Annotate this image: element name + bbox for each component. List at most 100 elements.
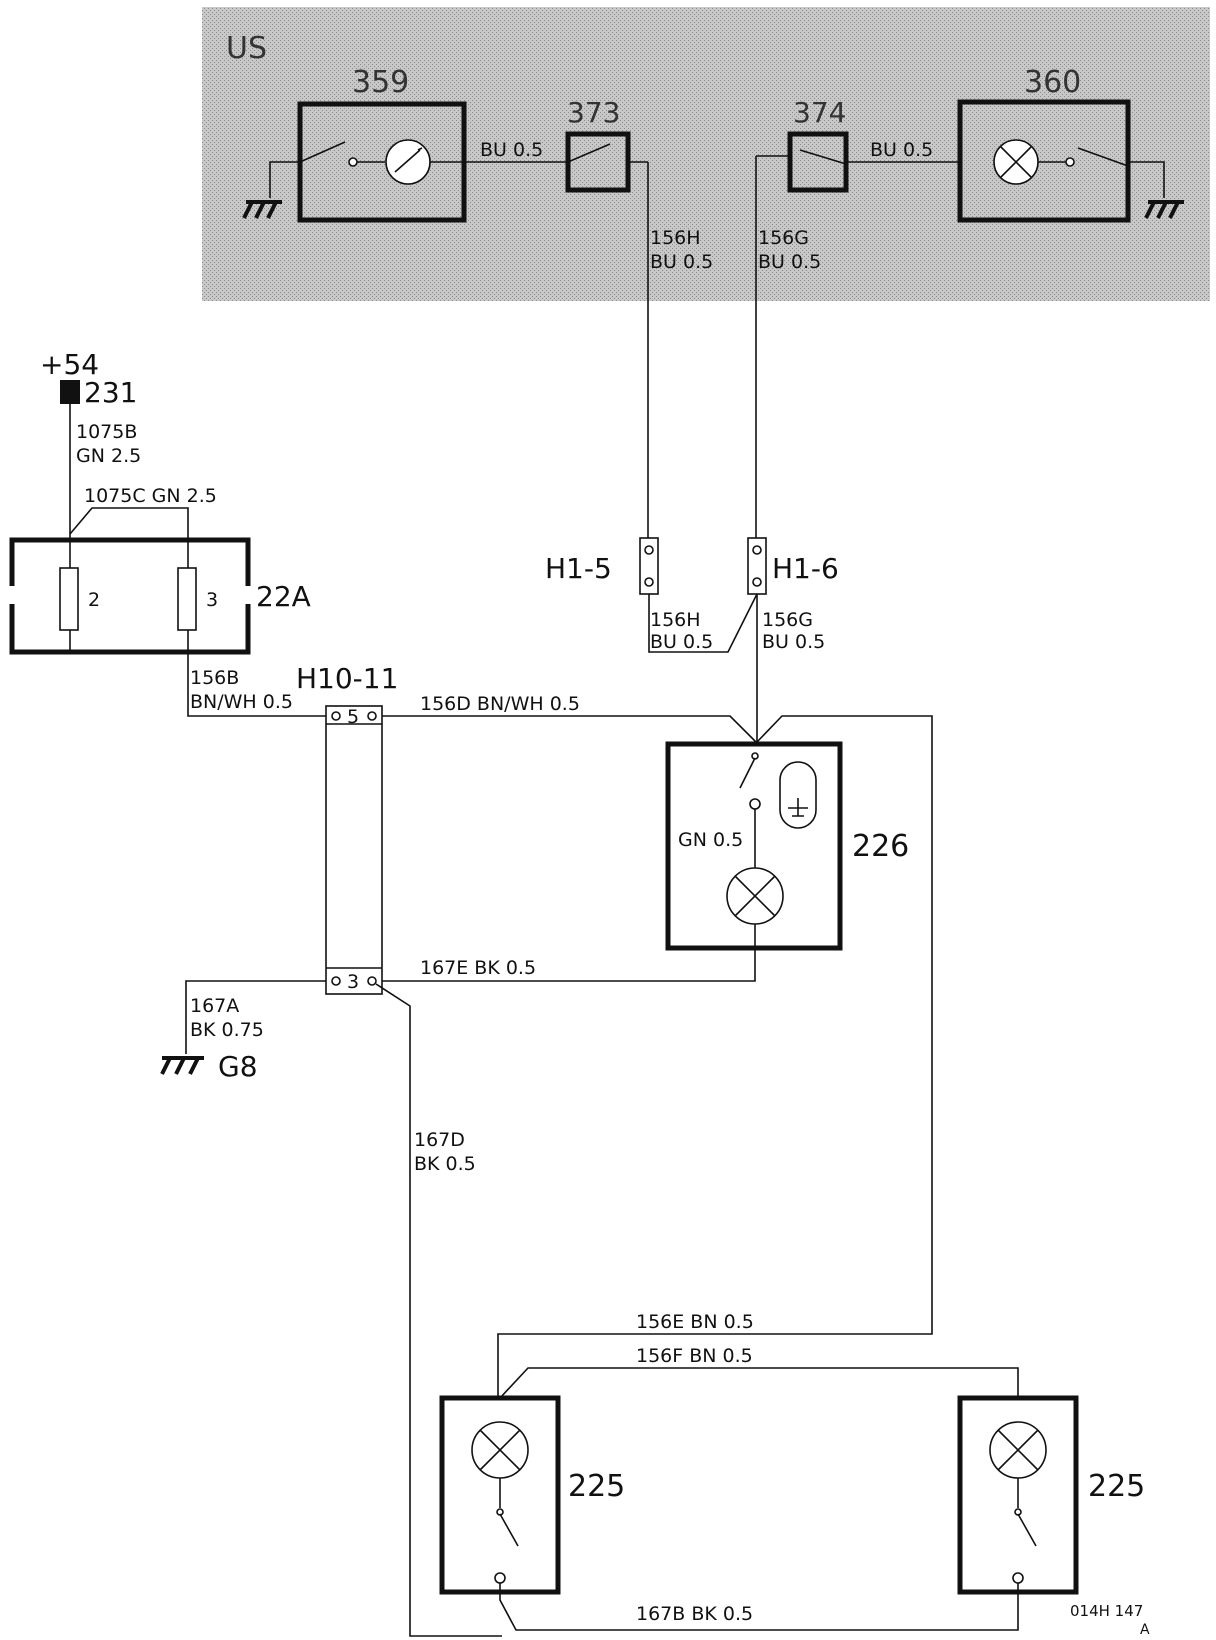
wire-167D [375, 983, 502, 1637]
pin-icon [752, 545, 762, 555]
pin-icon [752, 577, 762, 587]
us-section-label: US [226, 31, 267, 66]
connector-H10-11-label: H10-11 [296, 662, 398, 695]
wire-167A-spec: BK 0.75 [190, 1019, 264, 1041]
ground-icon [1144, 200, 1184, 219]
fuse-box-label: 231 [84, 376, 137, 409]
pin-icon [644, 545, 654, 555]
wire-156D [382, 715, 757, 743]
wire-167E [382, 948, 756, 982]
component-225-right: 225 [957, 1395, 1145, 1595]
wire-167B [499, 1583, 1019, 1631]
wire-167E-label: 167E BK 0.5 [420, 957, 536, 979]
component-359-ground-wire [269, 161, 300, 198]
wire-156G-lower-id: 156G [762, 609, 813, 631]
wire-156F [499, 1367, 1019, 1399]
component-225-right-label: 225 [1088, 1469, 1145, 1504]
component-360: 360 [957, 65, 1184, 223]
wire-156H-lower-spec: BU 0.5 [650, 631, 713, 653]
component-360-label: 360 [1024, 65, 1081, 100]
wire-156D-label: 156D BN/WH 0.5 [420, 693, 580, 715]
wire-156H-upper-id: 156H [650, 227, 701, 249]
wire-156H-lower [648, 593, 758, 653]
wire-156H-lower-id: 156H [650, 609, 701, 631]
wire-1075C-label: 1075C GN 2.5 [84, 485, 217, 507]
fuse-box-22A-label: 22A [256, 580, 311, 613]
component-359-label: 359 [352, 65, 409, 100]
switch-contact-icon [1065, 157, 1075, 167]
switch-icon [567, 143, 611, 163]
switch-contact-icon [1012, 1572, 1024, 1584]
connector-H1-6-label: H1-6 [772, 552, 839, 585]
diagram-revision: A [1140, 1622, 1150, 1638]
switch-icon [1077, 147, 1129, 167]
wire-156G-lower-spec: BU 0.5 [762, 631, 825, 653]
pin-icon [367, 711, 377, 721]
connector-H10-11-body [325, 705, 383, 995]
pin-5-label: 5 [347, 706, 359, 728]
wire-156H-upper-spec: BU 0.5 [650, 251, 713, 273]
wire-374-360-label: BU 0.5 [870, 139, 933, 161]
component-226-box [665, 741, 843, 951]
wire-359-373-label: BU 0.5 [480, 139, 543, 161]
wire-156E-upper [497, 715, 933, 1398]
ground-icon [160, 1056, 204, 1075]
switch-contact-icon [749, 798, 761, 810]
pin-icon [331, 976, 341, 986]
pin-3-label: 3 [347, 971, 359, 993]
wire-GN-label: GN 0.5 [678, 829, 743, 851]
component-359: 359 [242, 65, 467, 223]
wire-156E-label: 156E BN 0.5 [636, 1311, 754, 1333]
switch-contact-icon [348, 157, 358, 167]
wire-1075B-id: 1075B [76, 421, 137, 443]
component-374-label: 374 [793, 96, 846, 129]
wire-156F-label: 156F BN 0.5 [636, 1345, 753, 1367]
fuse-box-22A: 2 3 22A [9, 537, 311, 655]
fuse-3-label: 3 [206, 589, 218, 611]
fuse-icon [177, 567, 197, 631]
power-terminal-label: +54 [40, 348, 99, 381]
component-360-box [957, 99, 1131, 223]
wire-167A [185, 980, 326, 1054]
pin-icon [367, 976, 377, 986]
door-sensor-icon [779, 761, 817, 829]
fuse-box-frame [9, 537, 251, 655]
power-supply: +54 231 [40, 348, 137, 409]
us-section: US 359 BU 0.5 373 [202, 7, 1210, 301]
wire-167D-id: 167D [414, 1129, 465, 1151]
wire-167A-id: 167A [190, 995, 239, 1017]
connector-H1-6: H1-6 [747, 537, 839, 595]
us-section-background [202, 7, 1210, 301]
component-226: GN 0.5 226 [665, 741, 909, 951]
component-225-left: 225 [439, 1395, 625, 1595]
connector-H10-11: H10-11 5 3 [296, 662, 398, 995]
component-360-ground-wire [1128, 161, 1165, 198]
gauge-icon [385, 139, 431, 185]
switch-icon [499, 1513, 519, 1547]
pin-icon [331, 711, 341, 721]
component-373-label: 373 [567, 96, 620, 129]
component-225-left-label: 225 [568, 1469, 625, 1504]
fuse-box-marker [60, 380, 80, 404]
connector-H1-5-label: H1-5 [545, 552, 612, 585]
switch-icon [799, 149, 847, 165]
diagram-code: 014H 147 [1070, 1602, 1143, 1620]
wire-156G-upper-id: 156G [758, 227, 809, 249]
fuse-icon [59, 567, 79, 631]
wire-156B [187, 630, 326, 717]
switch-icon [739, 757, 756, 789]
component-374: 374 [756, 96, 849, 193]
wire-167B-label: 167B BK 0.5 [636, 1603, 753, 1625]
ground-G8-label: G8 [218, 1050, 258, 1083]
ground-icon [242, 200, 282, 219]
switch-icon [1017, 1513, 1037, 1547]
fuse-2-label: 2 [88, 589, 100, 611]
wire-156B-id: 156B [190, 667, 239, 689]
pin-icon [644, 577, 654, 587]
component-226-label: 226 [852, 829, 909, 864]
switch-icon [299, 141, 346, 163]
wire-167D-spec: BK 0.5 [414, 1153, 476, 1175]
switch-contact-icon [494, 1572, 506, 1584]
wire-156B-spec: BN/WH 0.5 [190, 691, 293, 713]
